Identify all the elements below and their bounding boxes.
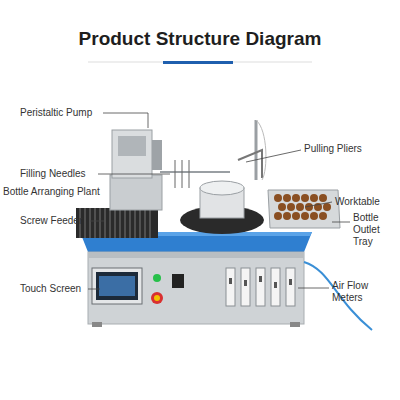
part-label: Screw Feeder	[20, 215, 100, 227]
part-label: Bottle Outlet Tray	[353, 212, 397, 248]
part-label: Touch Screen	[20, 283, 100, 295]
part-label: Peristaltic Pump	[20, 107, 110, 119]
part-label: Bottle Arranging Plant	[3, 186, 113, 198]
part-label: Pulling Pliers	[304, 143, 394, 155]
part-label: Worktable	[335, 196, 397, 208]
diagram-title: Product Structure Diagram	[0, 28, 400, 50]
part-label: Air Flow Meters	[332, 280, 384, 304]
part-label: Filling Needles	[20, 168, 110, 180]
